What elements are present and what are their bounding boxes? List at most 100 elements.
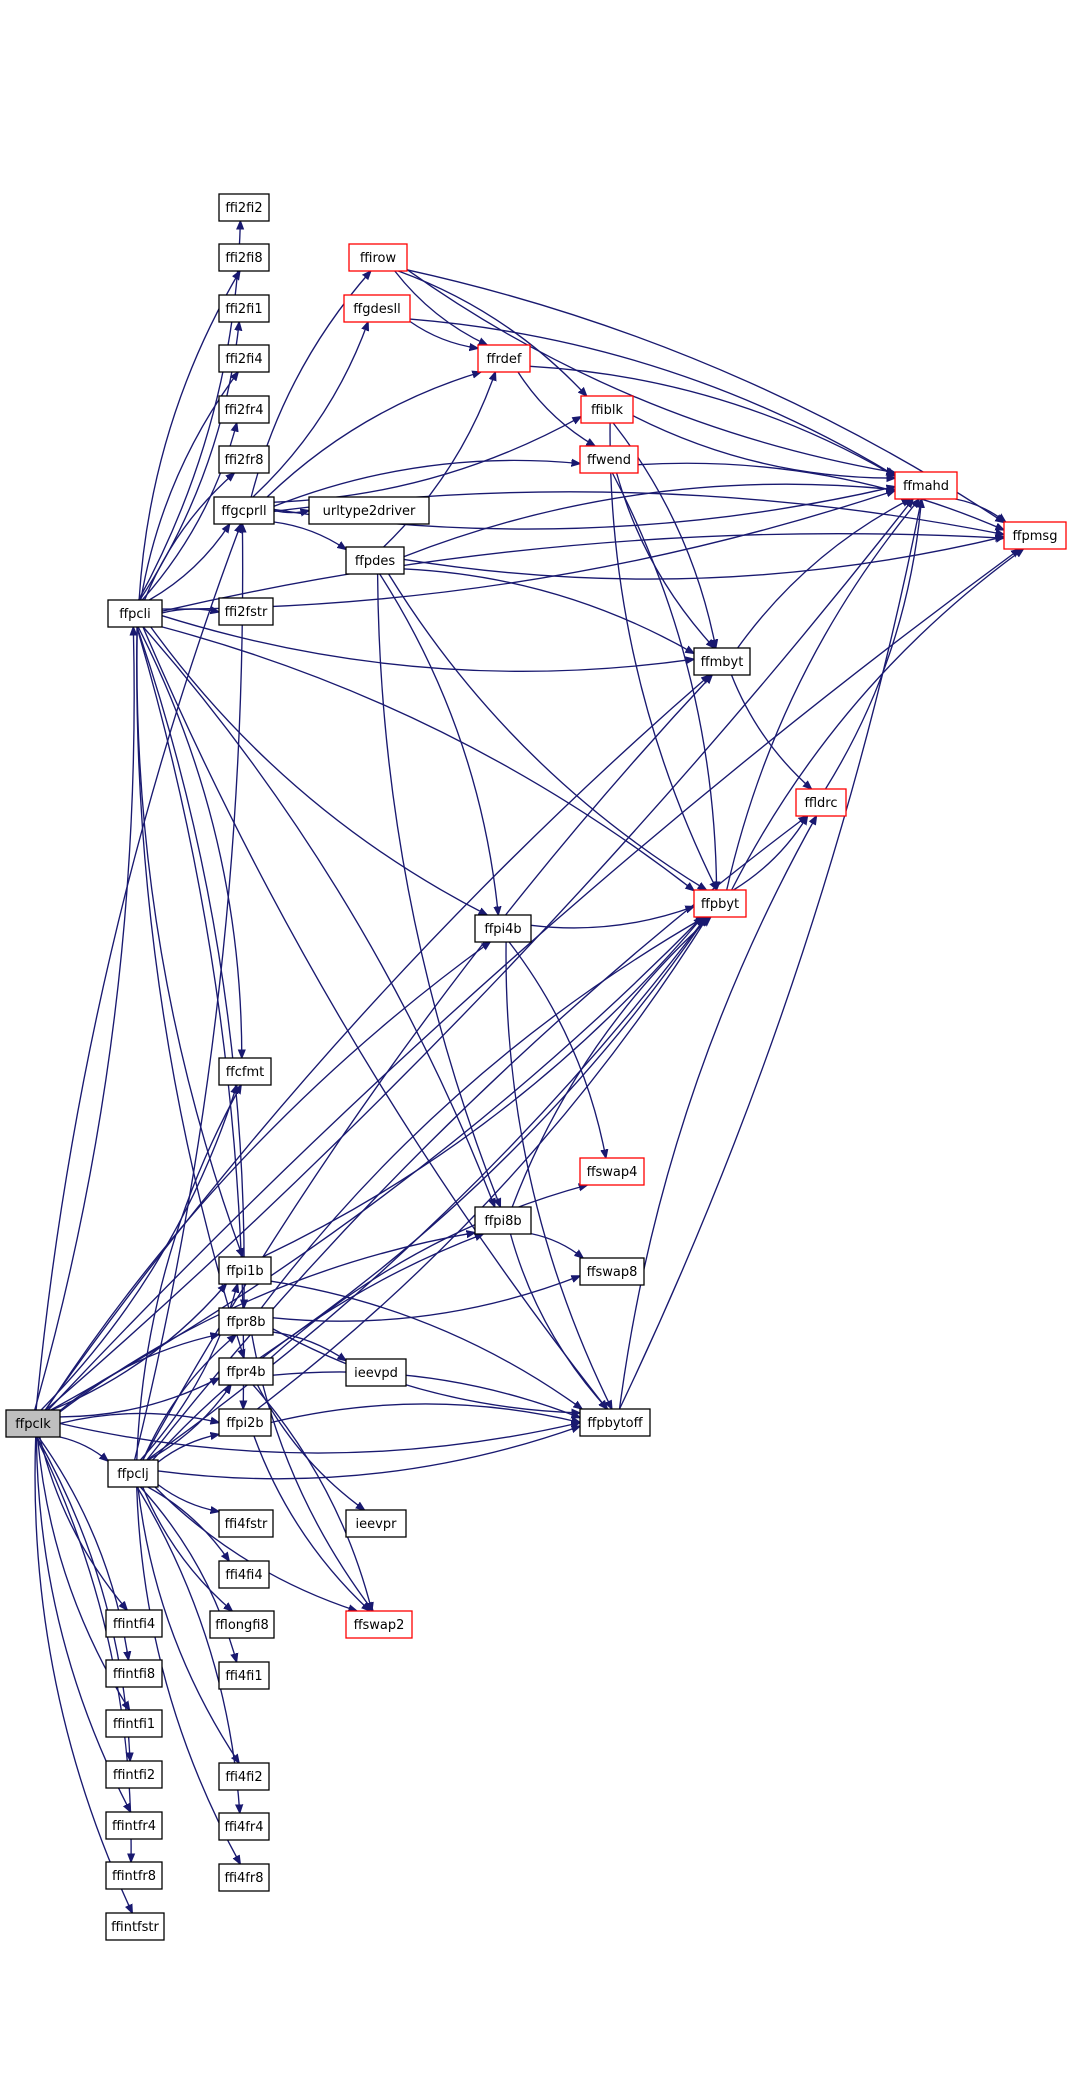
node-ffintfstr[interactable]: ffintfstr: [105, 1912, 165, 1941]
node-box-ffwend[interactable]: [579, 445, 639, 474]
node-ieevpd[interactable]: ieevpd: [345, 1358, 407, 1387]
node-box-ffpclj[interactable]: [107, 1459, 159, 1488]
node-ffi4fi1[interactable]: ffi4fi1: [218, 1661, 270, 1690]
node-ffi4fi2[interactable]: ffi4fi2: [218, 1762, 270, 1791]
node-ffpi1b[interactable]: ffpi1b: [218, 1256, 272, 1285]
node-box-ffi2fr4[interactable]: [218, 395, 270, 424]
node-box-ffi2fr8[interactable]: [218, 445, 270, 474]
node-ieevpr[interactable]: ieevpr: [345, 1509, 407, 1538]
node-ffi4fi4[interactable]: ffi4fi4: [218, 1560, 270, 1589]
node-box-ffpr8b[interactable]: [218, 1307, 274, 1336]
node-box-ffi2fi4[interactable]: [218, 344, 270, 373]
node-box-ffirow[interactable]: [348, 243, 408, 272]
node-ffmahd[interactable]: ffmahd: [894, 471, 958, 500]
node-ffpdes[interactable]: ffpdes: [345, 546, 405, 575]
node-box-ffintfi1[interactable]: [105, 1709, 163, 1738]
node-box-urltype2driver[interactable]: [308, 496, 430, 525]
node-ffcfmt[interactable]: ffcfmt: [218, 1057, 272, 1086]
node-box-ffi4fstr[interactable]: [218, 1509, 274, 1538]
node-ffi4fr4[interactable]: ffi4fr4: [218, 1812, 270, 1841]
node-box-ffi4fi4[interactable]: [218, 1560, 270, 1589]
node-fflongfi8[interactable]: fflongfi8: [209, 1610, 275, 1639]
node-box-ffi4fr4[interactable]: [218, 1812, 270, 1841]
node-ffldrc[interactable]: ffldrc: [795, 788, 847, 817]
node-box-ffpdes[interactable]: [345, 546, 405, 575]
node-box-ffswap8[interactable]: [579, 1257, 645, 1286]
node-ffi4fr8[interactable]: ffi4fr8: [218, 1863, 270, 1892]
node-box-ffintfi8[interactable]: [105, 1659, 163, 1688]
node-box-ffpbyt[interactable]: [693, 889, 747, 918]
node-box-ieevpd[interactable]: [345, 1358, 407, 1387]
node-ffswap4[interactable]: ffswap4: [579, 1157, 645, 1186]
node-ffi2fi4[interactable]: ffi2fi4: [218, 344, 270, 373]
node-box-ffpi1b[interactable]: [218, 1256, 272, 1285]
node-ffpclk[interactable]: ffpclk: [5, 1409, 61, 1438]
node-box-ffintfr8[interactable]: [105, 1861, 163, 1890]
node-box-ffpclk[interactable]: [5, 1409, 61, 1438]
node-ffgdesll[interactable]: ffgdesll: [343, 294, 411, 323]
node-box-ffi4fi2[interactable]: [218, 1762, 270, 1791]
node-box-ffpi8b[interactable]: [474, 1206, 532, 1235]
node-ffintfr4[interactable]: ffintfr4: [105, 1811, 163, 1840]
node-box-ffldrc[interactable]: [795, 788, 847, 817]
node-ffwend[interactable]: ffwend: [579, 445, 639, 474]
node-ffpr8b[interactable]: ffpr8b: [218, 1307, 274, 1336]
node-ffi2fi2[interactable]: ffi2fi2: [218, 193, 270, 222]
node-ffintfi1[interactable]: ffintfi1: [105, 1709, 163, 1738]
node-box-ffgdesll[interactable]: [343, 294, 411, 323]
node-box-ffintfr4[interactable]: [105, 1811, 163, 1840]
node-ffintfi8[interactable]: ffintfi8: [105, 1659, 163, 1688]
node-box-ffi4fi1[interactable]: [218, 1661, 270, 1690]
node-box-ffpi4b[interactable]: [474, 914, 532, 943]
node-box-ffintfstr[interactable]: [105, 1912, 165, 1941]
node-ffi2fstr[interactable]: ffi2fstr: [218, 597, 274, 626]
node-ffintfr8[interactable]: ffintfr8: [105, 1861, 163, 1890]
node-ffmbyt[interactable]: ffmbyt: [693, 647, 751, 676]
node-ffi2fi1[interactable]: ffi2fi1: [218, 294, 270, 323]
node-box-ffi2fi8[interactable]: [218, 243, 270, 272]
node-ffiblk[interactable]: ffiblk: [580, 395, 634, 424]
node-ffgcprll[interactable]: ffgcprll: [213, 496, 275, 525]
node-box-ffpmsg[interactable]: [1003, 521, 1067, 550]
node-ffintfi4[interactable]: ffintfi4: [105, 1609, 163, 1638]
node-box-ffpcli[interactable]: [107, 599, 163, 628]
node-ffi4fstr[interactable]: ffi4fstr: [218, 1509, 274, 1538]
node-box-fflongfi8[interactable]: [209, 1610, 275, 1639]
node-ffpcli[interactable]: ffpcli: [107, 599, 163, 628]
node-box-ffmbyt[interactable]: [693, 647, 751, 676]
node-box-ffpi2b[interactable]: [218, 1408, 272, 1437]
node-ffswap2[interactable]: ffswap2: [345, 1610, 413, 1639]
node-ffpclj[interactable]: ffpclj: [107, 1459, 159, 1488]
node-ffpi2b[interactable]: ffpi2b: [218, 1408, 272, 1437]
node-box-ffcfmt[interactable]: [218, 1057, 272, 1086]
node-ffintfi2[interactable]: ffintfi2: [105, 1760, 163, 1789]
node-box-ffi4fr8[interactable]: [218, 1863, 270, 1892]
node-box-ffgcprll[interactable]: [213, 496, 275, 525]
node-box-ffpr4b[interactable]: [218, 1357, 274, 1386]
node-box-ffrdef[interactable]: [477, 344, 531, 373]
node-box-ffi2fi2[interactable]: [218, 193, 270, 222]
node-ffirow[interactable]: ffirow: [348, 243, 408, 272]
node-ffi2fr8[interactable]: ffi2fr8: [218, 445, 270, 474]
node-ffi2fr4[interactable]: ffi2fr4: [218, 395, 270, 424]
node-box-ffintfi4[interactable]: [105, 1609, 163, 1638]
node-box-ffiblk[interactable]: [580, 395, 634, 424]
node-ffpi8b[interactable]: ffpi8b: [474, 1206, 532, 1235]
node-ffpbyt[interactable]: ffpbyt: [693, 889, 747, 918]
node-ffswap8[interactable]: ffswap8: [579, 1257, 645, 1286]
node-ffpbytoff[interactable]: ffpbytoff: [579, 1408, 651, 1437]
node-box-ffmahd[interactable]: [894, 471, 958, 500]
node-ffpmsg[interactable]: ffpmsg: [1003, 521, 1067, 550]
node-box-ffintfi2[interactable]: [105, 1760, 163, 1789]
node-ffi2fi8[interactable]: ffi2fi8: [218, 243, 270, 272]
node-ffrdef[interactable]: ffrdef: [477, 344, 531, 373]
node-box-ffpbytoff[interactable]: [579, 1408, 651, 1437]
node-ffpr4b[interactable]: ffpr4b: [218, 1357, 274, 1386]
node-box-ffi2fstr[interactable]: [218, 597, 274, 626]
node-ffpi4b[interactable]: ffpi4b: [474, 914, 532, 943]
node-box-ffswap2[interactable]: [345, 1610, 413, 1639]
node-box-ieevpr[interactable]: [345, 1509, 407, 1538]
node-box-ffi2fi1[interactable]: [218, 294, 270, 323]
node-urltype2driver[interactable]: urltype2driver: [308, 496, 430, 525]
node-box-ffswap4[interactable]: [579, 1157, 645, 1186]
